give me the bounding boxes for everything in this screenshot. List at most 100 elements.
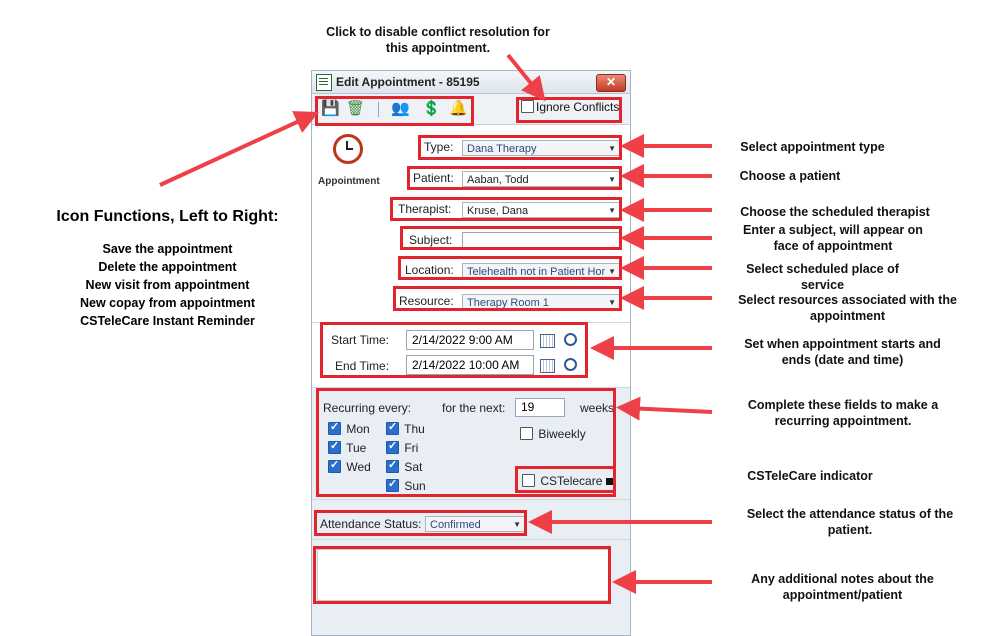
annotation-resource: Select resources associated with the app… xyxy=(738,293,957,323)
subject-label: Subject: xyxy=(409,233,453,247)
arrow xyxy=(506,53,546,102)
attendance-status-dropdown[interactable]: Confirmed ▼ xyxy=(425,516,525,532)
start-time-input[interactable]: 2/14/2022 9:00 AM xyxy=(406,330,534,350)
attendance-status-label: Attendance Status: xyxy=(320,517,422,531)
therapist-value: Kruse, Dana xyxy=(467,205,529,217)
cstelecare-label: CSTelecare xyxy=(540,474,603,488)
section-divider xyxy=(312,499,630,500)
highlight-recurring xyxy=(316,388,616,497)
day-label: Fri xyxy=(404,441,419,455)
section-divider xyxy=(312,539,630,540)
day-sun[interactable]: Sun xyxy=(386,477,426,493)
close-button[interactable]: ✕ xyxy=(596,74,626,92)
annotation-therapist: Choose the scheduled therapist xyxy=(740,205,930,219)
checkbox-checked[interactable] xyxy=(386,458,399,473)
clock-icon[interactable] xyxy=(564,333,577,346)
day-mon[interactable]: Mon xyxy=(328,420,370,436)
notes-textarea[interactable] xyxy=(317,549,609,601)
document-icon xyxy=(316,74,332,91)
new-visit-icon[interactable]: 👥 xyxy=(391,100,410,117)
title-bar: Edit Appointment - 85195 ✕ xyxy=(312,71,630,94)
arrow xyxy=(616,396,713,421)
ignore-conflicts-checkbox[interactable]: Ignore Conflicts xyxy=(521,100,619,114)
biweekly-label: Biweekly xyxy=(538,427,586,441)
for-the-next-label: for the next: xyxy=(442,401,506,415)
annotation-list-item: New visit from appointment xyxy=(85,278,250,292)
annotation-attendance: Select the attendance status of the pati… xyxy=(746,507,954,537)
type-label: Type: xyxy=(424,140,454,154)
patient-dropdown[interactable]: Aaban, Todd ▼ xyxy=(462,171,620,187)
checkbox-checked[interactable] xyxy=(328,420,341,435)
chevron-down-icon: ▼ xyxy=(608,175,616,184)
attendance-status-value: Confirmed xyxy=(430,519,481,531)
recurrence-count-input[interactable]: 19 xyxy=(515,398,565,417)
delete-icon[interactable]: 🗑 xyxy=(346,100,366,117)
annotation-cstelecare: CSTeleCare indicator xyxy=(747,469,873,483)
day-wed[interactable]: Wed xyxy=(328,458,371,474)
therapist-dropdown[interactable]: Kruse, Dana ▼ xyxy=(462,202,620,218)
checkbox-checked[interactable] xyxy=(386,420,399,435)
day-label: Tue xyxy=(346,441,367,455)
highlight-attendance xyxy=(314,510,527,536)
highlight-notes xyxy=(313,546,611,604)
annotation-list-item: Delete the appointment xyxy=(98,260,237,274)
checkbox-checked[interactable] xyxy=(522,472,535,487)
therapist-label: Therapist: xyxy=(398,202,452,216)
end-time-input[interactable]: 2/14/2022 10:00 AM xyxy=(406,355,534,375)
resource-label: Resource: xyxy=(399,294,454,308)
annotation-recurring: Complete these fields to make a recurrin… xyxy=(747,398,939,428)
annotation-notes: Any additional notes about the appointme… xyxy=(751,572,934,602)
biweekly-checkbox[interactable]: Biweekly xyxy=(520,427,586,441)
checkbox-checked[interactable] xyxy=(328,439,341,454)
annotation-top: Click to disable conflict resolution for… xyxy=(326,25,550,55)
new-copay-icon[interactable]: 💲 xyxy=(422,100,441,117)
day-label: Wed xyxy=(346,460,371,474)
calendar-icon[interactable] xyxy=(540,359,555,373)
calendar-icon[interactable] xyxy=(540,334,555,348)
checkbox-box[interactable] xyxy=(520,427,533,440)
resource-value: Therapy Room 1 xyxy=(467,297,549,309)
instant-reminder-icon[interactable]: 🔔 xyxy=(449,100,468,117)
annotation-patient: Choose a patient xyxy=(739,169,841,183)
weeks-label: weeks xyxy=(580,401,615,415)
day-tue[interactable]: Tue xyxy=(328,439,367,455)
clock-icon[interactable] xyxy=(564,358,577,371)
video-camera-icon xyxy=(605,478,615,485)
chevron-down-icon: ▼ xyxy=(513,520,521,529)
patient-value: Aaban, Todd xyxy=(467,174,529,186)
toolbar-separator xyxy=(378,102,379,117)
day-thu[interactable]: Thu xyxy=(386,420,425,436)
annotation-list-item: New copay from appointment xyxy=(79,296,256,310)
annotation-type: Select appointment type xyxy=(740,140,885,154)
section-divider xyxy=(312,387,630,388)
end-time-label: End Time: xyxy=(335,359,390,373)
checkbox-checked[interactable] xyxy=(386,477,399,492)
annotation-list-item: Save the appointment xyxy=(102,242,233,256)
annotation-icon-functions-list: Save the appointment Delete the appointm… xyxy=(50,240,285,330)
highlight-time xyxy=(320,322,588,378)
location-label: Location: xyxy=(405,263,454,277)
highlight-toolbar xyxy=(315,96,474,126)
checkbox-checked[interactable] xyxy=(328,458,341,473)
location-value: Telehealth not in Patient Hor xyxy=(467,266,606,278)
ignore-conflicts-label: Ignore Conflicts xyxy=(536,100,620,114)
chevron-down-icon: ▼ xyxy=(608,206,616,215)
checkbox-checked[interactable] xyxy=(386,439,399,454)
type-value: Dana Therapy xyxy=(467,143,537,155)
cstelecare-indicator[interactable]: CSTelecare xyxy=(522,472,615,488)
appointment-label: Appointment xyxy=(318,176,380,187)
annotation-time: Set when appointment starts and ends (da… xyxy=(744,337,941,367)
highlight-ignore-conflicts xyxy=(516,97,622,123)
annotation-subject: Enter a subject, will appear on face of … xyxy=(743,223,923,253)
type-dropdown[interactable]: Dana Therapy ▼ xyxy=(462,140,620,156)
save-icon[interactable]: 💾 xyxy=(321,100,340,117)
annotation-location: Select scheduled place of service xyxy=(746,262,899,292)
annotation-icon-functions-title: Icon Functions, Left to Right: xyxy=(56,208,279,225)
alarm-clock-icon xyxy=(333,134,363,164)
chevron-down-icon: ▼ xyxy=(608,144,616,153)
patient-label: Patient: xyxy=(413,171,454,185)
day-sat[interactable]: Sat xyxy=(386,458,422,474)
day-label: Thu xyxy=(404,422,425,436)
day-fri[interactable]: Fri xyxy=(386,439,419,455)
